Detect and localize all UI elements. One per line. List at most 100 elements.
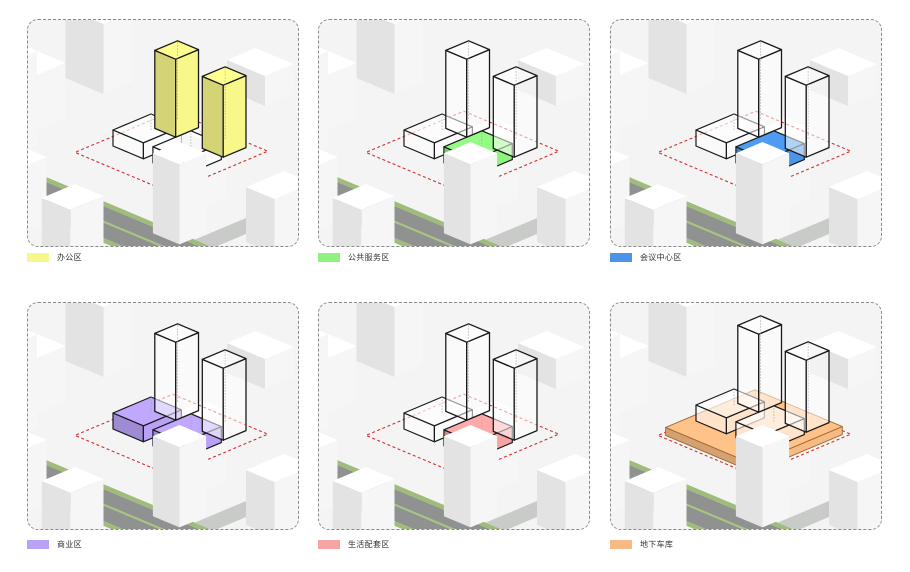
context-building xyxy=(356,303,423,377)
context-building-face xyxy=(41,481,71,529)
context-building xyxy=(735,425,790,528)
context-building xyxy=(611,47,620,150)
context-building xyxy=(829,454,881,529)
context-building-roof xyxy=(677,20,696,24)
context-building xyxy=(624,184,687,246)
context-building-face xyxy=(735,436,763,528)
tower-right-top xyxy=(784,341,830,361)
context-building-face xyxy=(611,51,620,150)
context-building-face xyxy=(653,479,687,529)
context-building-face xyxy=(829,470,858,529)
diagram-panel-parking xyxy=(610,302,882,530)
context-building-roof xyxy=(624,184,687,210)
context-building xyxy=(443,425,498,528)
context-building-face xyxy=(361,479,395,529)
legend-label-parking: 地下车库 xyxy=(640,539,674,549)
context-building xyxy=(537,454,589,529)
context-building-roof xyxy=(319,334,357,358)
diagram-panel-commercial xyxy=(27,302,299,530)
context-building-face xyxy=(179,153,207,245)
context-building-face xyxy=(443,153,471,245)
tower-right-side xyxy=(201,75,224,158)
context-building-face xyxy=(328,63,357,130)
context-building xyxy=(152,425,207,528)
context-building-roof xyxy=(810,331,877,359)
context-building-face xyxy=(103,20,132,94)
context-building-face xyxy=(565,189,589,246)
context-building-roof xyxy=(677,303,696,307)
context-building-roof xyxy=(28,432,47,448)
massing-diagram-parking xyxy=(611,303,881,529)
tower-right-side xyxy=(492,358,515,441)
tower-left-side xyxy=(154,49,177,138)
tower-right-front xyxy=(513,74,538,158)
context-building-face xyxy=(103,303,132,377)
context-building-face xyxy=(274,472,298,529)
context-building-face xyxy=(70,479,104,529)
context-building-face xyxy=(624,481,654,529)
tower-left-front xyxy=(758,48,783,138)
context-building-face xyxy=(537,470,566,529)
context-building-face xyxy=(41,198,71,246)
context-building-face xyxy=(152,153,180,245)
context-building-face xyxy=(356,20,395,94)
context-building-roof xyxy=(611,334,649,358)
context-building xyxy=(611,330,620,433)
legend-swatch-living xyxy=(318,539,340,549)
context-building-roof xyxy=(28,330,37,338)
context-building-face xyxy=(857,472,881,529)
context-building xyxy=(246,171,298,246)
context-building xyxy=(537,171,589,246)
tower-left-top xyxy=(445,323,491,343)
tower-right xyxy=(201,349,247,441)
context-building-face xyxy=(265,347,294,389)
context-building-roof xyxy=(829,454,881,482)
context-building-face xyxy=(361,196,395,246)
context-building-roof xyxy=(735,142,790,165)
context-building-face xyxy=(848,347,877,389)
massing-diagram-living xyxy=(319,303,589,529)
context-building-face xyxy=(537,187,566,246)
tower-left-top xyxy=(737,40,783,60)
context-building xyxy=(648,20,715,94)
tower-right-front xyxy=(805,349,830,433)
tower-left-side xyxy=(445,332,468,421)
tower-left-front xyxy=(466,48,491,138)
massing-diagram-office xyxy=(28,20,298,246)
context-building xyxy=(28,47,37,150)
legend-living: 生活配套区 xyxy=(318,538,390,550)
tower-right-front xyxy=(805,74,830,158)
tower-right-front xyxy=(222,357,247,441)
legend-conference: 会议中心区 xyxy=(610,251,682,263)
tower-left xyxy=(737,315,783,413)
context-building-face xyxy=(332,481,362,529)
diagram-panel-office xyxy=(27,19,299,247)
tower-right-top xyxy=(784,66,830,86)
context-building-roof xyxy=(611,51,649,75)
context-building-face xyxy=(70,196,104,246)
tower-left-side xyxy=(737,324,760,413)
context-building-roof xyxy=(41,467,104,493)
context-building xyxy=(41,184,104,246)
context-building-face xyxy=(620,63,649,130)
context-building-face xyxy=(470,153,498,245)
context-building-face xyxy=(620,346,649,413)
context-building-face xyxy=(265,64,294,106)
tower-left-side xyxy=(154,332,177,421)
context-building-face xyxy=(65,303,104,377)
context-building-roof xyxy=(152,425,207,448)
tower-left xyxy=(737,40,783,138)
context-building xyxy=(41,467,104,529)
context-building-roof xyxy=(227,48,294,76)
context-building-face xyxy=(319,51,328,150)
context-building-roof xyxy=(443,142,498,165)
context-building-roof xyxy=(246,171,298,199)
tower-left xyxy=(445,40,491,138)
context-building-face xyxy=(356,303,395,377)
legend-office: 办公区 xyxy=(27,251,82,263)
tower-left xyxy=(445,323,491,421)
context-building xyxy=(332,467,395,529)
context-building-roof xyxy=(537,454,589,482)
tower-right-side xyxy=(784,75,807,158)
context-building-roof xyxy=(332,467,395,493)
